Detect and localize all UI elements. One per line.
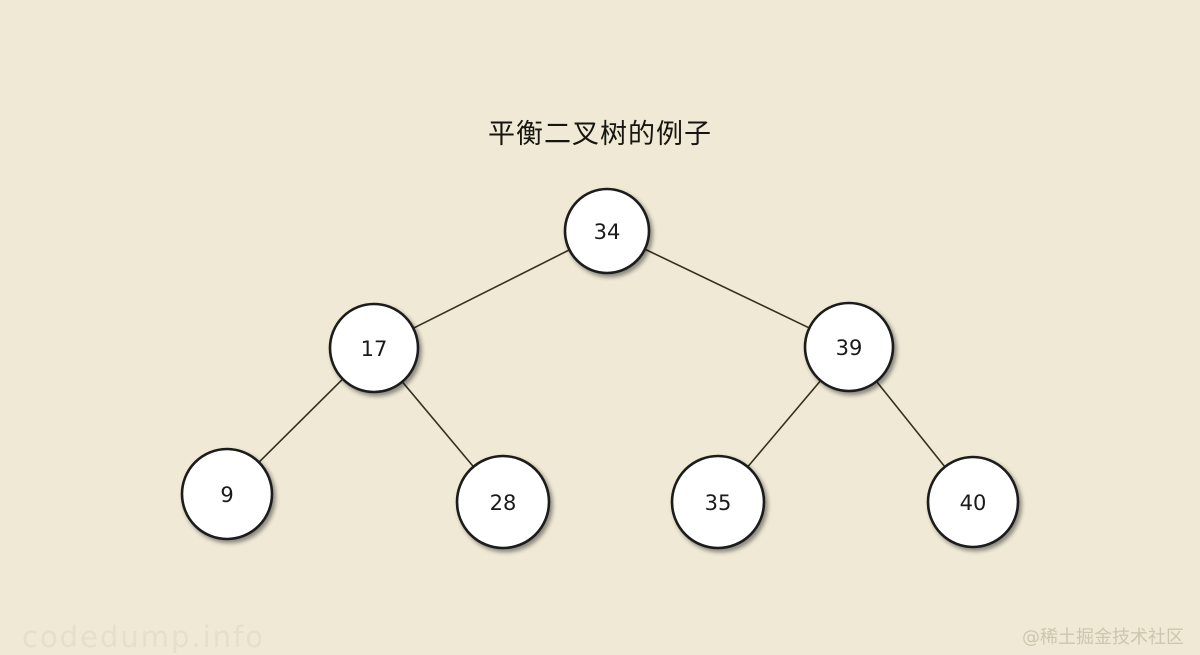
tree-node-label: 40 <box>960 491 987 515</box>
tree-edge <box>400 380 475 469</box>
tree-node-circle <box>926 455 1020 549</box>
tree-edge <box>643 248 811 330</box>
tree-node-label: 34 <box>594 220 621 244</box>
tree-node-circle <box>563 187 651 275</box>
tree-node[interactable]: 39 <box>803 301 895 393</box>
watermark-codedump: codedump.info <box>22 620 265 654</box>
tree-node[interactable]: 40 <box>926 455 1020 549</box>
tree-node-label: 35 <box>705 491 732 515</box>
watermark-juejin: @稀土掘金技术社区 <box>1022 627 1184 648</box>
tree-node-circle <box>328 302 420 394</box>
edge-layer <box>257 248 947 469</box>
tree-node[interactable]: 9 <box>180 447 274 541</box>
tree-node-circle <box>803 301 895 393</box>
tree-node[interactable]: 35 <box>670 454 766 550</box>
tree-node-label: 17 <box>361 337 388 361</box>
tree-node-label: 39 <box>836 336 863 360</box>
tree-node-circle <box>670 454 766 550</box>
tree-node-circle <box>180 447 274 541</box>
tree-node[interactable]: 34 <box>563 187 651 275</box>
tree-node-circle <box>455 454 551 550</box>
tree-node[interactable]: 28 <box>455 454 551 550</box>
tree-node[interactable]: 17 <box>328 302 420 394</box>
node-layer: 34 17 39 9 28 35 40 <box>180 187 1020 550</box>
tree-edge <box>412 248 571 330</box>
tree-edge <box>746 379 822 469</box>
tree-edge <box>875 380 947 469</box>
diagram-title: 平衡二叉树的例子 <box>488 119 712 150</box>
tree-node-label: 9 <box>220 483 233 507</box>
tree-node-label: 28 <box>490 491 517 515</box>
tree-edge <box>257 377 345 464</box>
